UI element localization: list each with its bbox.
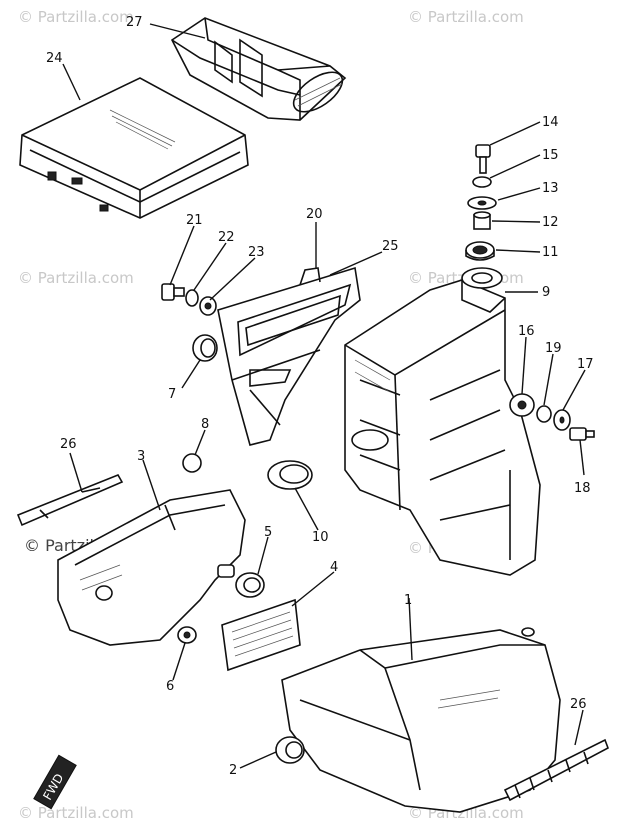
part-11-grommet bbox=[465, 241, 495, 261]
part-23-nut bbox=[199, 296, 217, 316]
callout-16: 16 bbox=[518, 324, 535, 339]
watermark: © Partzilla.com bbox=[18, 804, 134, 822]
callout-3: 3 bbox=[137, 449, 145, 464]
part-18-bolt bbox=[569, 427, 595, 441]
watermark: © Partzilla.com bbox=[408, 8, 524, 26]
callout-2: 2 bbox=[229, 763, 237, 778]
callout-5: 5 bbox=[264, 525, 272, 540]
callout-14: 14 bbox=[542, 115, 559, 130]
watermark: © Partzilla.com bbox=[18, 8, 134, 26]
callout-4: 4 bbox=[330, 560, 338, 575]
part-25-plate bbox=[245, 294, 341, 347]
callout-10: 10 bbox=[312, 530, 329, 545]
callout-27: 27 bbox=[126, 15, 143, 30]
callout-9: 9 bbox=[542, 285, 550, 300]
callout-12: 12 bbox=[542, 215, 559, 230]
callout-26-lower: 26 bbox=[570, 697, 587, 712]
part-27-tool-bag bbox=[170, 17, 347, 121]
part-16-damper bbox=[509, 393, 535, 417]
callout-18: 18 bbox=[574, 481, 591, 496]
part-6-grommet bbox=[177, 626, 197, 644]
fwd-stamp: FWD bbox=[33, 754, 77, 810]
callout-21: 21 bbox=[186, 213, 203, 228]
callout-24: 24 bbox=[46, 51, 63, 66]
part-24-manual bbox=[19, 77, 249, 219]
part-21-screw bbox=[161, 283, 185, 301]
leader-lines bbox=[62, 23, 586, 769]
part-22-washer bbox=[185, 289, 199, 307]
callout-26: 26 bbox=[60, 437, 77, 452]
part-17-washer bbox=[553, 409, 571, 431]
callout-7: 7 bbox=[168, 387, 176, 402]
watermark: © Partzilla.com bbox=[18, 269, 134, 287]
callout-25: 25 bbox=[382, 239, 399, 254]
part-2-grommet bbox=[275, 736, 305, 764]
callout-22: 22 bbox=[218, 230, 235, 245]
callout-8: 8 bbox=[201, 417, 209, 432]
part-26-emblem-left bbox=[16, 473, 124, 527]
callout-23: 23 bbox=[248, 245, 265, 260]
part-13-collar bbox=[467, 196, 497, 210]
callout-17: 17 bbox=[577, 357, 594, 372]
part-7-grommet bbox=[192, 334, 218, 362]
callout-11: 11 bbox=[542, 245, 559, 260]
part-1-right-cover bbox=[281, 627, 561, 813]
part-19-collar bbox=[536, 405, 552, 423]
part-5-grommet bbox=[235, 572, 265, 598]
part-20-bracket bbox=[217, 266, 361, 446]
part-15-washer bbox=[472, 176, 492, 188]
part-8-grommet bbox=[182, 453, 202, 473]
part-9-oil-tank bbox=[344, 267, 541, 576]
part-26-emblem-right bbox=[503, 738, 609, 802]
part-4-label bbox=[221, 598, 301, 672]
part-5-stud bbox=[217, 564, 235, 578]
part-10-grommet bbox=[267, 460, 313, 490]
part-12-spacer bbox=[473, 211, 491, 230]
part-3-left-cover bbox=[57, 489, 246, 646]
callout-15: 15 bbox=[542, 148, 559, 163]
callout-1: 1 bbox=[404, 593, 412, 608]
callout-13: 13 bbox=[542, 181, 559, 196]
callout-20: 20 bbox=[306, 207, 323, 222]
callout-6: 6 bbox=[166, 679, 174, 694]
part-14-bolt bbox=[475, 144, 491, 174]
callout-layer: 27 24 14 15 13 12 11 9 21 22 23 20 25 16… bbox=[46, 15, 594, 778]
callout-19: 19 bbox=[545, 341, 562, 356]
